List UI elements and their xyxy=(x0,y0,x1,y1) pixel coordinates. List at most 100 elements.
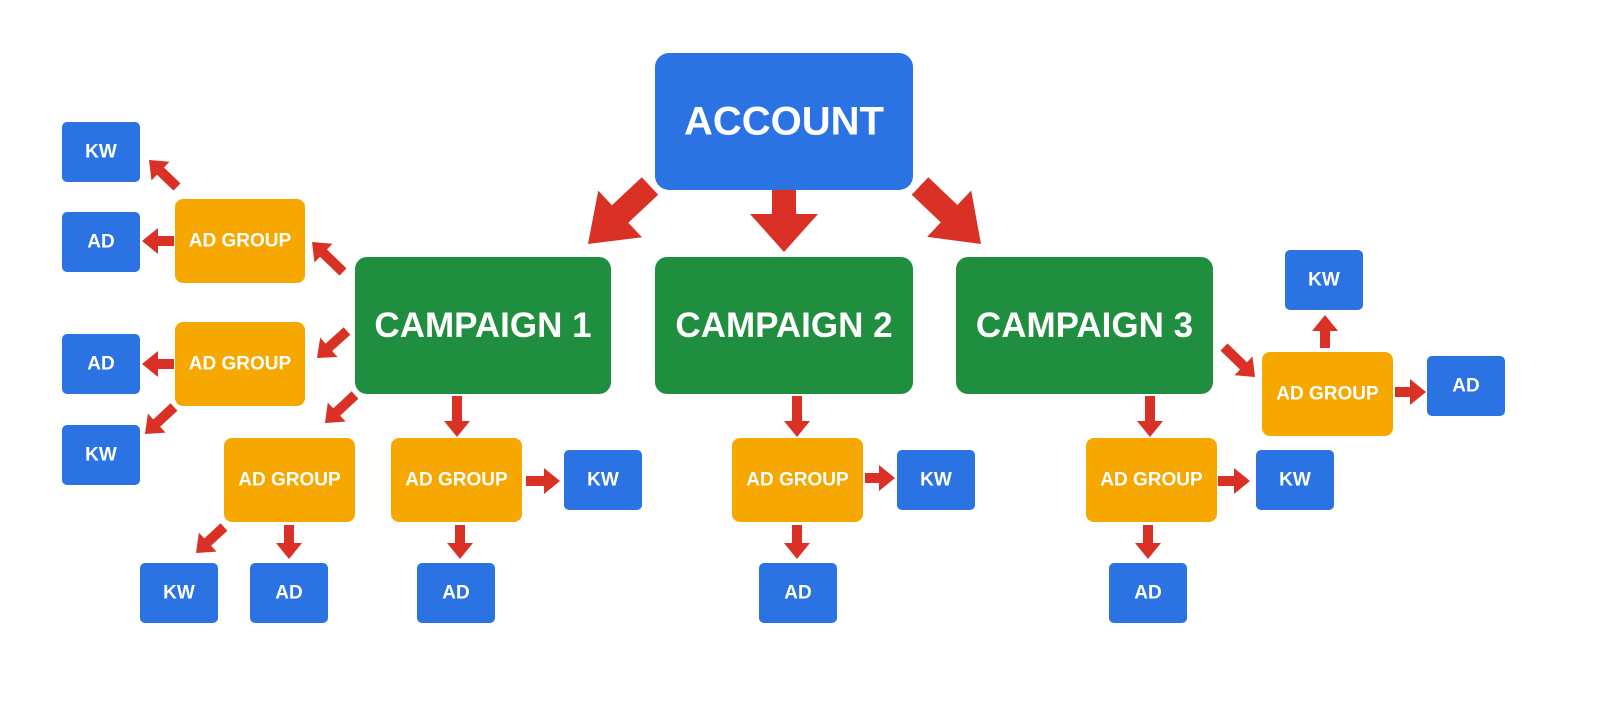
campaign-1-box-shape xyxy=(355,257,611,394)
ad-label: AD xyxy=(87,232,114,253)
keyword-box: KW xyxy=(897,450,975,510)
keyword-label: KW xyxy=(85,142,117,163)
campaign-2-label: CAMPAIGN 2 xyxy=(675,306,892,345)
campaign-3-box-shape xyxy=(956,257,1213,394)
ad-group-box: AD GROUP xyxy=(391,438,522,522)
ad-group-label: AD GROUP xyxy=(746,470,849,491)
account-box-shape xyxy=(655,53,913,190)
connector-arrow xyxy=(325,391,359,423)
connector-arrow xyxy=(196,523,228,553)
connector-arrow xyxy=(1137,396,1163,437)
connector-arrow xyxy=(142,228,174,254)
connector-arrow xyxy=(784,396,810,437)
connector-arrow xyxy=(142,351,174,377)
ad-box: AD xyxy=(1109,563,1187,623)
ad-label: AD xyxy=(87,354,114,375)
connector-arrow xyxy=(312,242,347,276)
campaign-1-label: CAMPAIGN 1 xyxy=(374,306,591,345)
keyword-box-shape xyxy=(1256,450,1334,510)
keyword-label: KW xyxy=(587,470,619,491)
campaign-3-label: CAMPAIGN 3 xyxy=(976,306,1193,345)
ad-group-box: AD GROUP xyxy=(1262,352,1393,436)
connector-arrow xyxy=(276,525,302,559)
keyword-box: KW xyxy=(564,450,642,510)
ad-box: AD xyxy=(417,563,495,623)
keyword-box-shape xyxy=(564,450,642,510)
keyword-box: KW xyxy=(1285,250,1363,310)
connector-arrow xyxy=(149,160,181,191)
ad-box-shape xyxy=(250,563,328,623)
keyword-label: KW xyxy=(163,583,195,604)
ad-group-label: AD GROUP xyxy=(238,470,341,491)
connector-arrow xyxy=(1135,525,1161,559)
ad-group-box: AD GROUP xyxy=(175,322,305,406)
keyword-label: KW xyxy=(1279,470,1311,491)
campaign-1-box: CAMPAIGN 1 xyxy=(355,257,611,394)
connector-arrow xyxy=(526,468,560,494)
ad-box-shape xyxy=(417,563,495,623)
ad-group-box: AD GROUP xyxy=(1086,438,1217,522)
ad-box-shape xyxy=(62,334,140,394)
connector-arrow xyxy=(865,465,895,491)
ad-group-box-shape xyxy=(175,199,305,283)
keyword-label: KW xyxy=(85,445,117,466)
connector-arrow xyxy=(447,525,473,559)
ad-group-label: AD GROUP xyxy=(405,470,508,491)
keyword-box: KW xyxy=(62,425,140,485)
ad-group-box-shape xyxy=(224,438,355,522)
ad-label: AD xyxy=(1452,376,1479,397)
ad-group-label: AD GROUP xyxy=(189,231,292,252)
ad-group-label: AD GROUP xyxy=(1100,470,1203,491)
connector-arrow xyxy=(1220,343,1255,377)
ad-box-shape xyxy=(62,212,140,272)
ad-box: AD xyxy=(250,563,328,623)
keyword-box: KW xyxy=(62,122,140,182)
connector-arrow xyxy=(1218,468,1250,494)
ad-box: AD xyxy=(62,334,140,394)
connector-arrow xyxy=(1395,379,1426,405)
nodes-layer: ACCOUNT CAMPAIGN 1 CAMPAIGN 2 CAMPAIGN 3 AD … xyxy=(62,53,1505,623)
ad-group-box: AD GROUP xyxy=(224,438,355,522)
keyword-box-shape xyxy=(62,122,140,182)
connector-arrow xyxy=(750,190,818,252)
account-label: ACCOUNT xyxy=(684,100,884,144)
ad-label: AD xyxy=(1134,583,1161,604)
keyword-box-shape xyxy=(897,450,975,510)
connector-arrow xyxy=(1312,315,1338,348)
ad-label: AD xyxy=(442,583,469,604)
arrows-layer xyxy=(142,160,1426,559)
keyword-box: KW xyxy=(140,563,218,623)
ad-box: AD xyxy=(62,212,140,272)
ad-box: AD xyxy=(1427,356,1505,416)
ad-group-box-shape xyxy=(1086,438,1217,522)
campaign-3-box: CAMPAIGN 3 xyxy=(956,257,1213,394)
connector-arrow xyxy=(145,403,178,434)
keyword-box-shape xyxy=(1285,250,1363,310)
ad-group-box-shape xyxy=(391,438,522,522)
ad-group-box-shape xyxy=(1262,352,1393,436)
ad-label: AD xyxy=(784,583,811,604)
connector-arrow xyxy=(911,177,981,244)
campaign-2-box-shape xyxy=(655,257,913,394)
ad-label: AD xyxy=(275,583,302,604)
ad-box-shape xyxy=(759,563,837,623)
ad-group-box: AD GROUP xyxy=(175,199,305,283)
ad-box-shape xyxy=(1427,356,1505,416)
ad-box: AD xyxy=(759,563,837,623)
keyword-box: KW xyxy=(1256,450,1334,510)
keyword-box-shape xyxy=(62,425,140,485)
keyword-label: KW xyxy=(1308,270,1340,291)
ad-group-label: AD GROUP xyxy=(189,354,292,375)
ad-box-shape xyxy=(1109,563,1187,623)
connector-arrow xyxy=(444,396,470,437)
account-box: ACCOUNT xyxy=(655,53,913,190)
ad-group-box-shape xyxy=(175,322,305,406)
connector-arrow xyxy=(588,177,659,244)
ad-group-box-shape xyxy=(732,438,863,522)
connector-arrow xyxy=(317,327,351,358)
campaign-2-box: CAMPAIGN 2 xyxy=(655,257,913,394)
connector-arrow xyxy=(784,525,810,559)
keyword-box-shape xyxy=(140,563,218,623)
ad-group-label: AD GROUP xyxy=(1276,384,1379,405)
